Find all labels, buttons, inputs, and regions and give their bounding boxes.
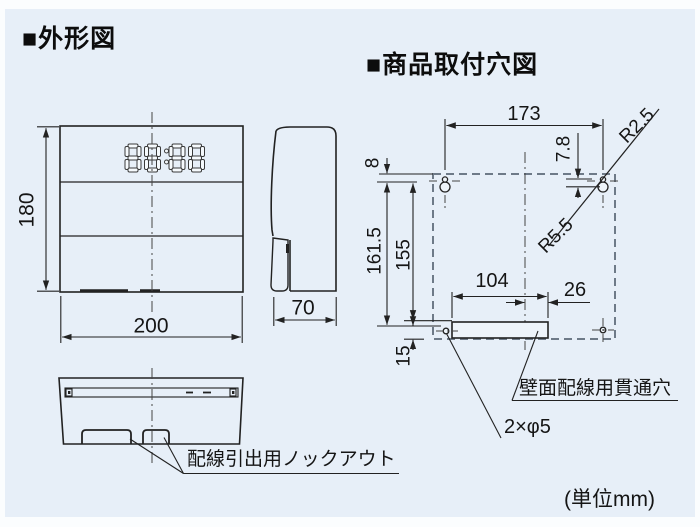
- dim-7p8-lines: [566, 133, 600, 198]
- dim-200-lines: [60, 296, 243, 343]
- dim-hole-to-slot-155: 155: [393, 239, 415, 271]
- dim-155-lines: [377, 183, 452, 327]
- page-background: [5, 9, 695, 517]
- through-hole-label: 壁面配線用貫通穴: [519, 378, 672, 399]
- knockout-label: 配線引出用ノックアウト: [187, 449, 396, 470]
- dim-depth-70: 70: [291, 296, 315, 320]
- dim-104-lines: [451, 292, 549, 318]
- keyhole-radius-leader: [548, 108, 660, 247]
- dim-edge-to-slot-161p5: 161.5: [364, 227, 386, 275]
- keyhole-right: [597, 176, 609, 193]
- dim-height-180: 180: [15, 192, 39, 228]
- dim-slot-to-bottom-15: 15: [393, 345, 415, 367]
- dim-width-200: 200: [133, 314, 169, 338]
- dim-edge-to-hole-8: 8: [362, 157, 384, 169]
- keyhole-centerline-ticks: [429, 180, 620, 210]
- dim-180-lines: [37, 126, 59, 292]
- digital-clock-display: [124, 143, 205, 173]
- knockout-leader-lines: [129, 437, 399, 475]
- dim-slot-width-104: 104: [475, 270, 509, 292]
- dim-70-lines: [273, 297, 337, 326]
- dim-slot-right-offset-26: 26: [563, 279, 587, 301]
- side-view-outline: [270, 126, 337, 292]
- product-outline-dashed: [432, 173, 616, 340]
- bottom-hole-centerline-ticks: [436, 318, 614, 342]
- front-view-outline: [59, 125, 244, 293]
- keyhole-left: [439, 176, 451, 193]
- dim-hole-span-173: 173: [507, 103, 541, 125]
- dim-15-lines: [404, 316, 424, 350]
- mounting-hole-heading: ■商品取付穴図: [366, 51, 539, 79]
- outline-drawing-heading: ■外形図: [22, 25, 117, 53]
- label-leader-lines: [446, 330, 678, 439]
- dim-173-lines: [444, 119, 604, 170]
- bottom-holes-label: 2×φ5: [504, 416, 551, 438]
- unit-note: (単位mm): [564, 488, 655, 511]
- bottom-view-outline: [58, 377, 244, 445]
- dim-8-and-161p5-lines: [377, 158, 433, 325]
- dim-hole-top-offset-7p8: 7.8: [553, 135, 575, 163]
- wall-wiring-slot: [451, 321, 549, 339]
